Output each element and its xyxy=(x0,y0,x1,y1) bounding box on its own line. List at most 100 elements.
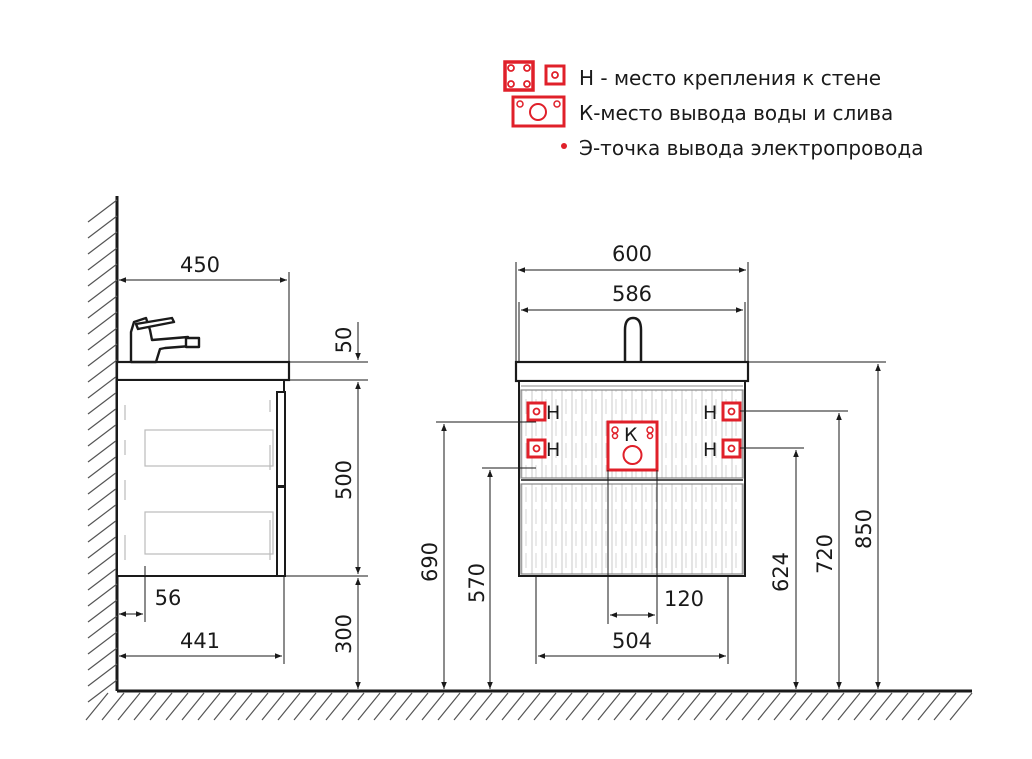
floor-hatch-line xyxy=(741,692,765,721)
wall-hatch-line xyxy=(87,663,118,687)
dim-850: 850 xyxy=(852,509,876,549)
mount-marker-top-left: Н xyxy=(526,401,560,424)
wall-hatch-line xyxy=(87,279,118,303)
wall-hatch-line xyxy=(87,535,118,559)
floor-hatch-line xyxy=(325,692,349,721)
floor-hatch-line xyxy=(277,692,301,721)
floor-hatch-line xyxy=(661,692,685,721)
water-outlet-label: К xyxy=(624,424,638,446)
floor-hatch-line xyxy=(693,692,717,721)
floor-hatch-line xyxy=(677,692,701,721)
floor-hatch-line xyxy=(901,692,925,721)
legend: Н - место крепления к стене К-место выво… xyxy=(503,60,923,160)
floor-hatch-line xyxy=(805,692,829,721)
side-drawer-inner xyxy=(124,400,274,560)
floor-hatch-line xyxy=(485,692,509,721)
wall-hatch-line xyxy=(87,679,118,703)
floor-hatch-line xyxy=(245,692,269,721)
floor xyxy=(85,689,973,721)
side-cabinet xyxy=(116,379,285,577)
floor-hatch-line xyxy=(629,692,653,721)
wall-mount-icon xyxy=(503,60,566,92)
wall-hatch-line xyxy=(87,359,118,383)
floor-hatch-line xyxy=(101,692,125,721)
dim-450: 450 xyxy=(180,253,220,277)
wall-hatch-line xyxy=(87,375,118,399)
wall-hatch-line xyxy=(87,487,118,511)
floor-hatch-line xyxy=(533,692,557,721)
electric-point-icon xyxy=(561,143,567,149)
floor-hatch-line xyxy=(309,692,333,721)
dim-50: 50 xyxy=(332,327,356,354)
water-outlet-icon xyxy=(511,95,566,128)
wall-hatch-line xyxy=(87,407,118,431)
floor-hatch-line xyxy=(453,692,477,721)
front-countertop xyxy=(514,360,750,383)
mount-marker-bottom-right: Н xyxy=(703,438,742,461)
dim-504: 504 xyxy=(612,629,652,653)
mount-label-bottom-right: Н xyxy=(703,439,717,461)
wall-hatch-line xyxy=(87,471,118,495)
dim-586: 586 xyxy=(612,282,652,306)
wall-hatch-line xyxy=(87,343,118,367)
front-faucet-icon xyxy=(623,316,643,362)
mount-marker-bottom-left: Н xyxy=(526,438,560,461)
floor-hatch-line xyxy=(949,692,973,721)
floor-hatch-line xyxy=(917,692,941,721)
wall-hatch-line xyxy=(87,647,118,671)
dim-720: 720 xyxy=(813,534,837,574)
floor-hatch-line xyxy=(373,692,397,721)
floor-hatch-line xyxy=(229,692,253,721)
floor-hatch-line xyxy=(885,692,909,721)
floor-hatch-line xyxy=(293,692,317,721)
floor-hatch-line xyxy=(117,692,141,721)
floor-hatch-line xyxy=(197,692,221,721)
floor-hatch-line xyxy=(757,692,781,721)
side-view: 450 50 500 300 56 441 xyxy=(115,253,368,689)
legend-electric-text: Э-точка вывода электропровода xyxy=(579,136,923,160)
dim-500: 500 xyxy=(332,460,356,500)
wall-hatch-line xyxy=(87,551,118,575)
wall-hatch-line xyxy=(87,439,118,463)
dim-441: 441 xyxy=(180,629,220,653)
wall-hatch-line xyxy=(87,503,118,527)
legend-water-outlet-text: К-место вывода воды и слива xyxy=(579,101,893,125)
front-drawer-bottom xyxy=(520,483,744,575)
floor-hatch-line xyxy=(405,692,429,721)
wall-hatch-line xyxy=(87,391,118,415)
wall-mount-markers: Н Н Н Н xyxy=(526,401,742,461)
mount-label-bottom-left: Н xyxy=(546,439,560,461)
side-drawer-front-bottom xyxy=(276,486,286,577)
floor-hatch-line xyxy=(357,692,381,721)
floor-hatch-line xyxy=(725,692,749,721)
floor-hatch-line xyxy=(773,692,797,721)
floor-hatch-line xyxy=(389,692,413,721)
dim-56: 56 xyxy=(155,586,182,610)
wall-hatch-line xyxy=(87,231,118,255)
faucet-icon xyxy=(129,316,201,364)
floor-hatch-line xyxy=(181,692,205,721)
wall-hatch-line xyxy=(87,583,118,607)
side-countertop xyxy=(115,360,291,382)
wall-hatch-line xyxy=(87,295,118,319)
wall-hatch-line xyxy=(87,631,118,655)
dim-624: 624 xyxy=(769,552,793,592)
dim-600: 600 xyxy=(612,242,652,266)
floor-hatch-line xyxy=(149,692,173,721)
floor-hatch-line xyxy=(165,692,189,721)
mount-label-top-left: Н xyxy=(546,402,560,424)
wall-hatch-line xyxy=(87,567,118,591)
floor-hatch-line xyxy=(869,692,893,721)
floor-hatch-line xyxy=(85,692,109,721)
floor-hatch-line xyxy=(549,692,573,721)
dim-570: 570 xyxy=(465,563,489,603)
floor-hatch-line xyxy=(709,692,733,721)
side-drawer-front-top xyxy=(276,391,286,487)
wall-hatch-line xyxy=(87,519,118,543)
wall-hatch-line xyxy=(87,263,118,287)
wall-hatch-line xyxy=(87,311,118,335)
wall-hatch-line xyxy=(87,327,118,351)
dim-120: 120 xyxy=(664,587,704,611)
floor-hatch-line xyxy=(469,692,493,721)
floor-hatch-line xyxy=(613,692,637,721)
